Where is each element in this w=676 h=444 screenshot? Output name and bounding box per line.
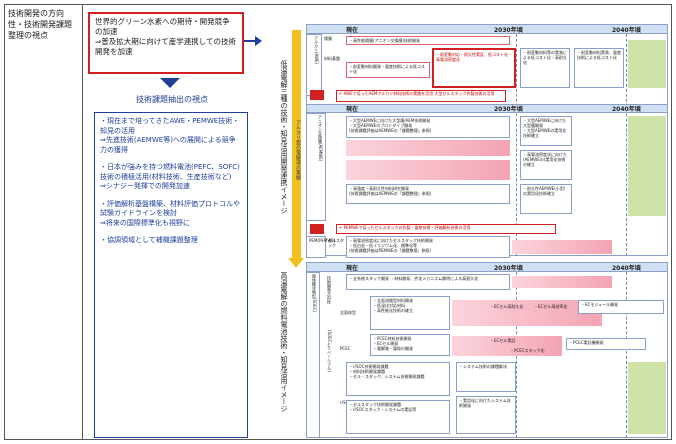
alkaline-top-cell: ・高性能隔膜(アニオン交換膜)技術開発 [346,36,510,45]
soec-row-3-r2: ・実用化に向けたシステム技術開発 [456,396,516,434]
aem-cell-2: ・大型AEMWEに向けた大型膜開発 ・大型AEMWEの実用化技術確立 [520,116,572,146]
y2030-label-aem: 2030年頃 [494,106,523,113]
aem-cell-1: ・大型AEMWEに向けた大型膜/AEM技術開発 ・大型AEMWEのプロトタイプ開… [346,116,510,138]
soec-row-3-r1: ・システム技術の課題解決 [456,362,516,392]
alkaline-far-right-cell: ・耐変動材料実装、量産技術による低コスト化 [574,48,624,88]
timeline-header-aem [306,104,668,113]
pem-row-label: PEM(PEMWE) [306,236,335,258]
aem-pink-arrow-2 [346,160,510,180]
down-arrow [160,78,180,88]
aem-cell-5: ・耐久性AEMWE(小型)の実用化技術確立 [520,184,572,214]
aem-cell-3: ・高電流密度化に向けた(AEMWEの)実用化技術の確立 [520,150,572,180]
soec-col-label: 技術開発方向性 [327,276,332,304]
soec-row-2-r1: ・ECセル実証 [490,338,516,343]
low-temp-label: 低温電解三種の技術・知見活用開発連携イメージ [280,60,288,214]
soec-row-3-mid: ・セルスタック技術開発課題 ・r/SOCスタック・システムの実証等 [346,400,450,434]
soec-row-1-label: 全固体型 [340,310,356,315]
alkaline-sub1: 隔膜 [324,36,332,41]
soec-row-1-r3: ・ECモジュール開発 [578,300,664,314]
soec-row-2-r2: ・PCECスタック化 [510,348,545,353]
aem-pink-arrow-1 [346,140,510,156]
soec-row-2-r3: ・PCEC実証機開発 [566,338,646,350]
left-panel-title: 技術開発の方向性・技術開発課題整理の視点 [8,9,72,40]
alkaline-sub2: 材料基盤 [324,56,340,61]
aem-row-label: アニオン交換膜(AEMWE) [306,113,326,221]
alkaline-callout-arrow [310,90,324,100]
soec-row-2-arrow [452,336,562,356]
divider-2040-top [626,34,627,256]
divider-2030-top [516,34,517,256]
bullet-3: ・評価解析基盤構築、材料評価プロトコルや試験ガイドラインを検討 ⇒将来の国際標準… [100,199,240,227]
soec-row-label: 固体酸化物形(SOEC) [306,272,320,438]
timeline-header-bottom [306,262,668,272]
aem-cell-4: ・高強度・高耐久性材料研究開発 (技術課題評価はAEMWEの「課題整理」参照) [346,184,510,204]
alkaline-right-cell: ・耐変動材料等の実装による低コスト化・高耐久化 [520,48,570,88]
soec-row-2-left: ・PCEC材料技術開発 ・ECセル開発 ・電解質・電極の開発 [370,334,450,356]
soec-row-1-r2: ・ECセル高効率化 [534,304,568,309]
now-label-aem: 現在 [346,106,359,113]
alkaline-left-cell: ・耐変動材料開発・量産技術による低コスト化 [346,62,430,78]
connector-arrowhead [255,36,262,46]
left-panel-divider [82,4,83,440]
soec-top-cell: ・全系統スタック開発 ・材料開発、劣化メカニズム解明による高耐久化 [346,274,510,290]
soec-row-1-mid: ・全面流路型材料開発 ・低温化対応材料 ・高性能化技術の確立 [370,296,450,330]
bullet-1: ・現在まで培ってきたAWE・PEMWE技術・知見の活用 ⇒先進技術(AEMWE等… [100,117,240,154]
pem-callout: ✔ PEMWEで培ったセルスタックの作製・量産技術・評価解析技術の活用 [336,224,556,234]
bullet-2: ・日本が強みを持つ燃料電池(PEFC、SOFC)技術の積極活用(材料技術、生産技… [100,163,240,190]
now-label-bottom: 現在 [346,265,359,272]
outer-frame [4,4,672,440]
alkaline-callout: ✔ AWEで培ったAEMアルカリ材料技術の実績を活用 大型セルスタック作製技術の… [336,90,506,102]
pem-pink-arrow [512,240,612,254]
viewpoint-subtitle: 技術課題抽出の視点 [136,95,208,104]
alkaline-end-bar [628,40,666,88]
alkaline-row-label: アルカリ(AWE) [306,34,322,96]
pem-cell: ・高電流密度化に向けたセルスタック技術開発 ・低白金・低イリジウム化、標準化等 … [346,236,510,258]
alkaline-pink-arrow [432,48,516,88]
viewpoint-box: ・現在まで培ってきたAWE・PEMWE技術・知見の活用 ⇒先進技術(AEMWE等… [94,112,248,438]
soec-sub-label: (SOECとリバーシブル) [327,330,332,373]
aem-end-bar [628,116,666,216]
alkaline-pink-cell: ・耐変動対応・耐久性実証、低コスト化・高電流密度化 [436,52,512,62]
soec-row-1-arrow [452,300,602,326]
soec-row-1-r1: ・ECセル高耐久化 [490,304,524,309]
high-temp-label: 高温電解の燃料電池技術・知見活用イメージ [280,272,288,412]
divider-2040-bottom [626,272,627,438]
y2030-label-bottom: 2030年頃 [494,265,523,272]
alkaline-arrow-bar [292,30,301,260]
alkaline-arrow-text: アルカリ型の電解液の実績 [295,120,301,180]
headline-box: 世界的グリーン水素への期待・開発競争の加速 ⇒普及拡大期に向けて産学連携しての技… [88,12,244,74]
pem-sub-label: セルスタック [328,238,344,248]
soec-row-3-label: r/SOC [340,400,370,405]
soec-end-bar [628,362,666,434]
timeline-header-top [306,24,668,34]
alkaline-arrow-head [288,258,304,268]
soec-top-arrow [512,276,612,288]
soec-row-3-left: ・r/SOC技術開発課題 ・材料技術開発課題 ・セル・スタック、システム技術開発… [346,362,450,396]
y2030-label-top: 2030年頃 [494,27,523,34]
y2040-label-bottom: 2040年頃 [612,265,641,272]
y2040-label-aem: 2040年頃 [612,106,641,113]
y2040-label-top: 2040年頃 [612,27,641,34]
connector-line [244,40,256,42]
now-label-top: 現在 [346,27,359,34]
bullet-4: ・協調領域として補機課題整理 [100,236,198,244]
soec-row-2-label: PCEC [340,346,351,351]
pem-callout-arrow [310,224,324,234]
